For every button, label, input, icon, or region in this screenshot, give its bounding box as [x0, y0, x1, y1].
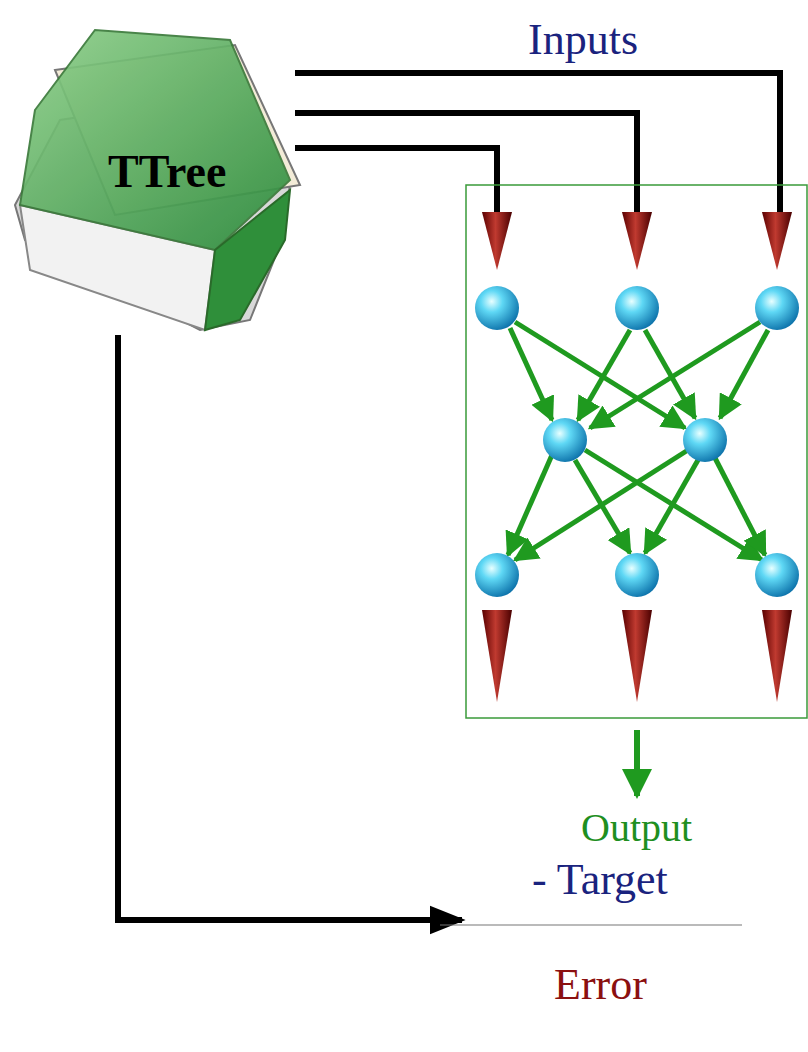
diagram-label: - Target: [532, 856, 668, 904]
diagram-label: Output: [581, 806, 692, 850]
tree-icon-node: TTree: [108, 147, 226, 198]
network-frame: [466, 185, 807, 718]
synapse-arrows: [508, 322, 768, 560]
input-wires: [118, 73, 780, 920]
input-cones: [482, 212, 792, 270]
subtraction-rule: [440, 924, 742, 925]
diagram-label: Error: [554, 961, 647, 1009]
neurons: [475, 286, 799, 597]
diagram-label: Inputs: [528, 16, 638, 64]
output-cones: [482, 610, 792, 702]
icon-label: TTree: [108, 147, 226, 198]
folder-icon: [15, 30, 300, 330]
output-arrow: [634, 730, 640, 796]
